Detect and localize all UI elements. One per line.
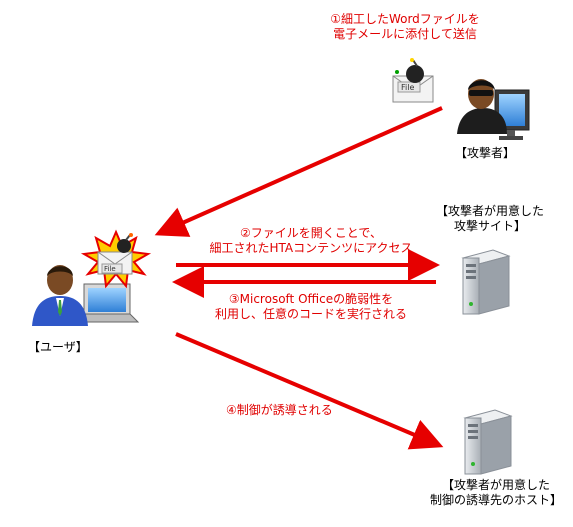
attack-site-label: 【攻撃者が用意した 攻撃サイト】 <box>425 204 555 234</box>
step1-label: ①細工したWordファイルを 電子メールに添付して送信 <box>325 12 485 42</box>
user-at-laptop-icon <box>32 265 140 326</box>
control-host-line2: 制御の誘導先のホスト】 <box>429 493 562 507</box>
server-tower-icon <box>463 409 513 475</box>
attacker-label: 【攻撃者】 <box>455 146 516 160</box>
step3-label: ③Microsoft Officeの脆弱性を 利用し、任意のコードを実行される <box>196 292 426 322</box>
control-host-line1: 【攻撃者が用意した <box>441 478 550 492</box>
hacker-at-computer-icon <box>457 79 530 140</box>
step4-label: ④制御が誘導される <box>226 403 333 417</box>
step3-line1: ③Microsoft Officeの脆弱性を <box>228 292 394 306</box>
svg-text:File: File <box>104 265 116 273</box>
explosion-burst-icon: File <box>80 229 152 289</box>
control-host-label: 【攻撃者が用意した 制御の誘導先のホスト】 <box>423 478 569 508</box>
step2-line2: 細工されたHTAコンテンツにアクセス <box>209 241 413 255</box>
step1-line1: ①細工したWordファイルを <box>330 12 480 26</box>
step2-line1: ②ファイルを開くことで、 <box>240 226 382 240</box>
svg-text:File: File <box>401 83 414 92</box>
envelope-with-bomb-icon: File <box>392 58 434 103</box>
attack-site-line1: 【攻撃者が用意した <box>435 204 544 218</box>
arrow-send-mail <box>154 106 443 237</box>
attack-site-line2: 攻撃サイト】 <box>453 219 526 233</box>
user-label: 【ユーザ】 <box>28 340 88 354</box>
arrow-control-redirect <box>175 332 444 450</box>
server-tower-icon <box>461 249 511 315</box>
step2-label: ②ファイルを開くことで、 細工されたHTAコンテンツにアクセス <box>196 226 426 256</box>
step3-line2: 利用し、任意のコードを実行される <box>214 307 407 321</box>
step1-line2: 電子メールに添付して送信 <box>333 27 477 41</box>
